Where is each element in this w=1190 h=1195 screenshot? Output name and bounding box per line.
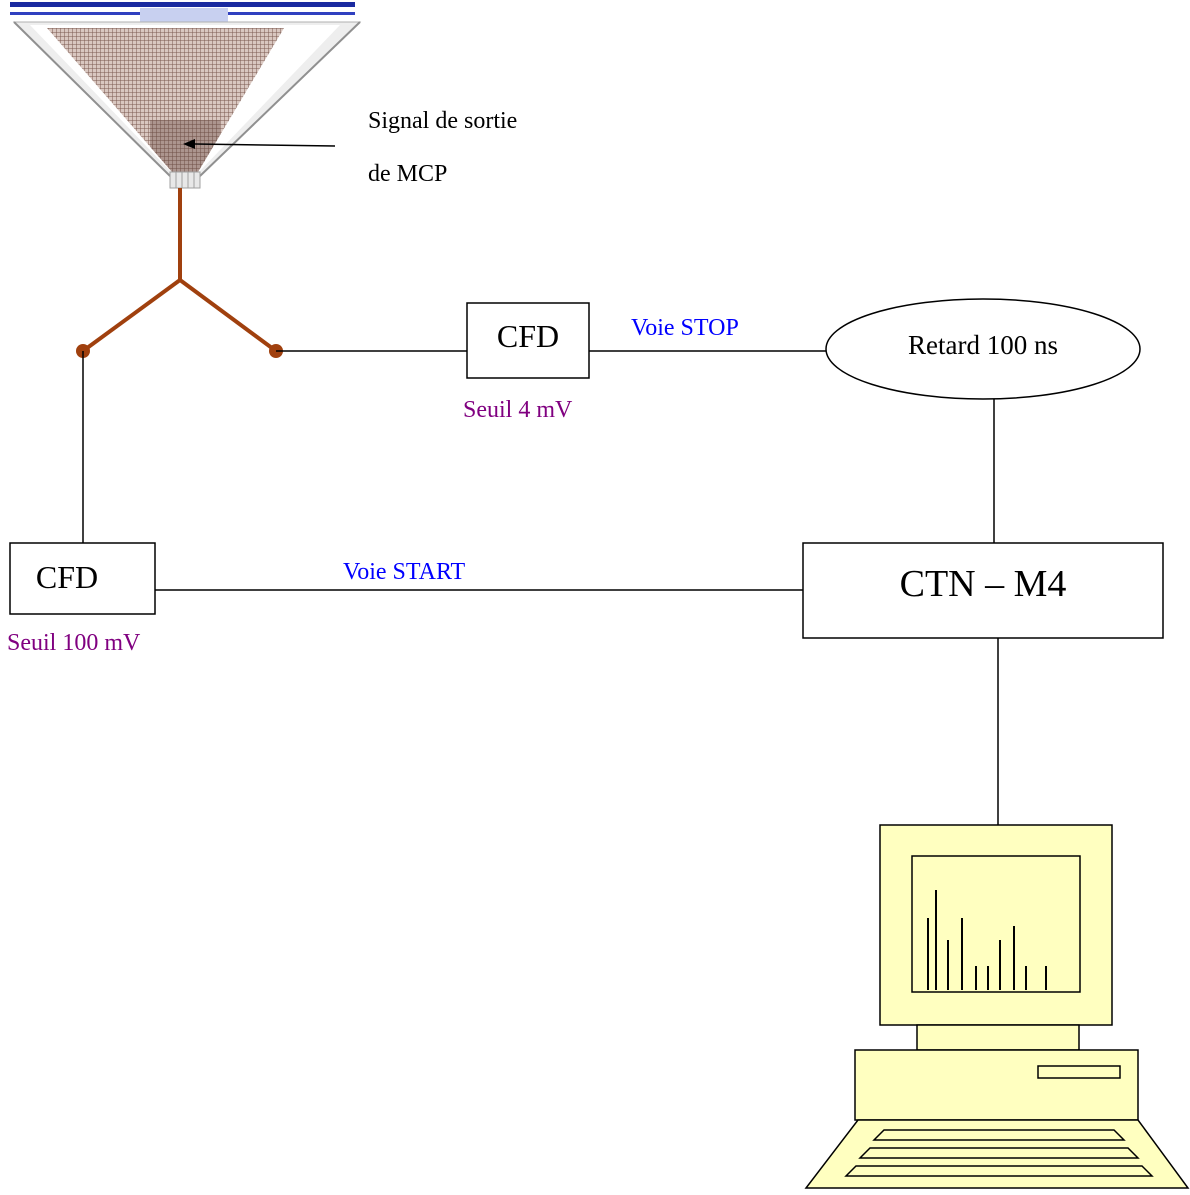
cfd-right-threshold: Seuil 4 mV	[463, 397, 573, 423]
start-channel-label: Voie START	[343, 559, 466, 585]
mcp-top-highlight	[140, 8, 228, 24]
mcp-edge-right	[199, 21, 361, 177]
cfd-right-label: CFD	[497, 318, 559, 354]
cfd-left-label: CFD	[36, 559, 98, 595]
delay-ellipse	[825, 298, 1141, 400]
mcp-detector	[10, 2, 362, 189]
signal-splitter	[81, 188, 278, 353]
signal-label-line2: de MCP	[368, 161, 447, 187]
computer-icon	[804, 824, 1190, 1189]
cfd-right-box	[466, 302, 590, 379]
arrow-head-icon	[183, 139, 195, 149]
ctn-label: CTN – M4	[900, 563, 1067, 605]
key-row-1	[872, 1129, 1126, 1141]
screen-spectrum	[927, 890, 1047, 990]
stop-channel-label: Voie STOP	[631, 315, 739, 341]
monitor-screen	[911, 855, 1081, 993]
disk-drive-slot	[1037, 1065, 1121, 1079]
cfd-left-threshold: Seuil 100 mV	[7, 630, 141, 656]
monitor-neck	[916, 1024, 1080, 1051]
delay-label: Retard 100 ns	[908, 330, 1058, 360]
signal-label-line1: Signal de sortie	[368, 108, 517, 134]
signal-arrow	[194, 143, 336, 147]
mcp-edge-left	[13, 21, 171, 177]
key-row-2	[858, 1147, 1140, 1159]
wires	[82, 350, 999, 825]
system-unit	[854, 1049, 1139, 1121]
mcp-grid-cone	[47, 28, 284, 172]
ctn-box	[802, 542, 1164, 639]
mcp-top-bar	[10, 2, 355, 7]
cfd-left-box	[9, 542, 156, 615]
key-row-3	[844, 1165, 1154, 1177]
mcp-output-pins	[169, 171, 201, 189]
